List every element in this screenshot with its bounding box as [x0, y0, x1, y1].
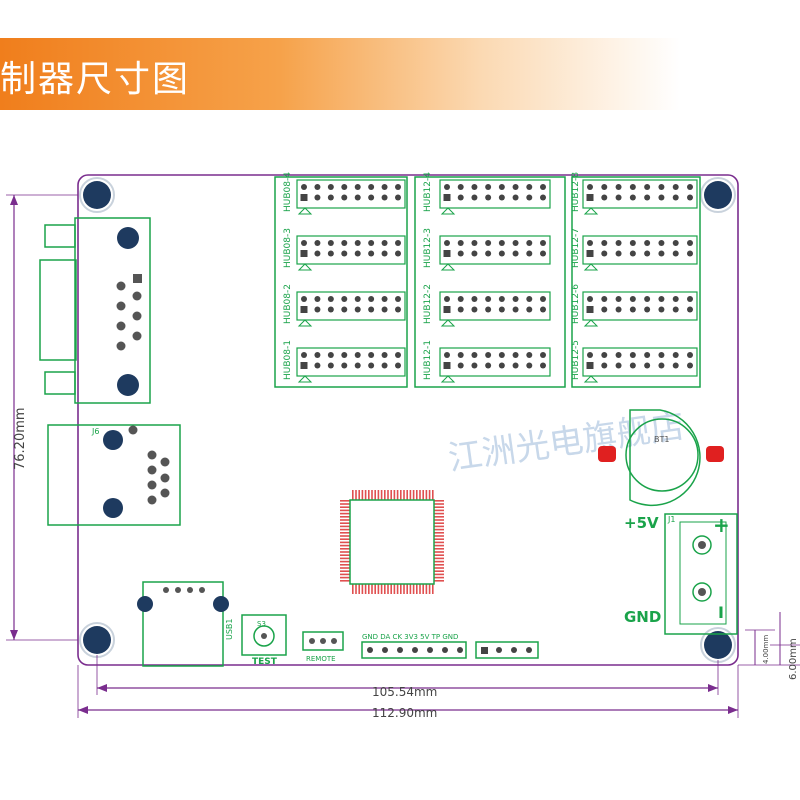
mounting-hole-bottom-right — [704, 631, 732, 659]
plus5v-label: +5V — [624, 514, 659, 532]
hub12a-connector-3 — [439, 291, 551, 327]
hub12a-label-4: HUB12-1 — [423, 340, 433, 380]
power-connector-j1: J1 + I — [664, 513, 738, 635]
hub08-label-3: HUB08-2 — [283, 284, 293, 324]
hub12a-label-3: HUB12-2 — [423, 284, 433, 324]
battery-bt1: BT1 — [598, 409, 724, 507]
board-outline — [77, 174, 739, 666]
rj45-connector: J6 — [47, 424, 181, 526]
hole-offset-dimension: 4.00mm — [762, 635, 770, 664]
hub12a-label-2: HUB12-3 — [423, 228, 433, 268]
svg-text:J1: J1 — [667, 515, 675, 524]
plus-sign: + — [713, 513, 730, 537]
hub12b-connector-1 — [582, 179, 698, 215]
hub08-connector-3 — [296, 291, 406, 327]
signal-header: GND DA CK 3V3 5V TP GND — [361, 633, 467, 659]
hub12b-label-4: HUB12-5 — [571, 340, 581, 380]
inner-width-dimension: 105.54mm — [372, 685, 437, 699]
svg-text:BT1: BT1 — [654, 435, 669, 444]
hub08-label-2: HUB08-3 — [283, 228, 293, 268]
gnd-label: GND — [624, 608, 661, 626]
hub08-connector-2 — [296, 235, 406, 271]
hub12a-group — [414, 176, 566, 388]
hub08-group — [274, 176, 408, 388]
mounting-hole-top-left — [83, 181, 111, 209]
battery-pad-left — [598, 446, 616, 462]
test-button: S3 TEST — [241, 614, 287, 667]
hub12a-connector-2 — [439, 235, 551, 271]
svg-text:REMOTE: REMOTE — [306, 655, 336, 663]
hub12a-label-1: HUB12-4 — [423, 172, 433, 212]
svg-text:USB1: USB1 — [225, 618, 234, 640]
height-dimension: 76.20mm — [13, 407, 28, 470]
db9-connector — [39, 217, 151, 404]
svg-text:S3: S3 — [257, 620, 266, 628]
mounting-holes — [79, 177, 736, 663]
hub08-label-4: HUB08-1 — [283, 340, 293, 380]
hub08-connector-1 — [296, 179, 406, 215]
mounting-hole-bottom-left — [83, 626, 111, 654]
hub12b-connector-2 — [582, 235, 698, 271]
hub12b-label-3: HUB12-6 — [571, 284, 581, 324]
battery-pad-right — [706, 446, 724, 462]
hub12b-connector-4 — [582, 347, 698, 383]
svg-text:GND DA CK 3V3 5V TP GND: GND DA CK 3V3 5V TP GND — [362, 633, 458, 641]
outer-width-dimension: 112.90mm — [372, 706, 437, 720]
hub12a-connector-4 — [439, 347, 551, 383]
mounting-hole-top-right — [704, 181, 732, 209]
dimension-annotations — [6, 194, 800, 718]
mcu-chip — [340, 490, 444, 594]
usb-connector: USB1 — [137, 581, 234, 667]
edge-offset-dimension: 6.00mm — [788, 638, 799, 680]
hub12b-group — [571, 176, 701, 388]
hub12b-label-2: HUB12-7 — [571, 228, 581, 268]
minus-sign: I — [718, 603, 724, 622]
hub12a-connector-1 — [439, 179, 551, 215]
hub08-connector-4 — [296, 347, 406, 383]
hub12b-label-1: HUB12-8 — [571, 172, 581, 212]
hub08-label-1: HUB08-4 — [283, 172, 293, 212]
aux-header — [475, 641, 539, 659]
svg-text:TEST: TEST — [252, 657, 278, 667]
svg-text:J6: J6 — [91, 427, 99, 436]
remote-header: REMOTE — [302, 631, 344, 663]
hub12b-connector-3 — [582, 291, 698, 327]
header-bar — [0, 38, 800, 110]
page-title: 制器尺寸图 — [0, 59, 191, 100]
